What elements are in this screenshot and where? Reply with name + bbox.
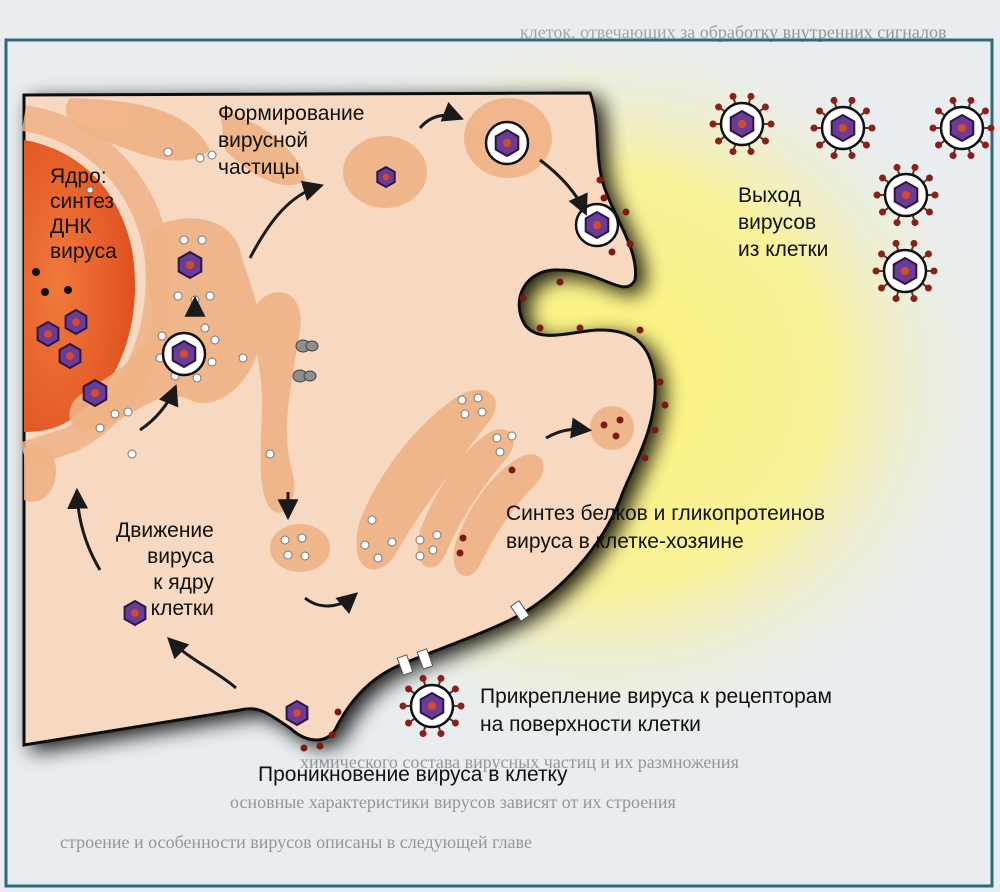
virus-particle-icon	[576, 204, 618, 246]
virus-particle-icon	[377, 167, 394, 187]
label-line: вируса в клетке-хозяине	[506, 528, 825, 556]
label-line: Ядро:	[50, 164, 117, 189]
label-line: синтез	[50, 189, 117, 214]
label-line: на поверхности клетки	[480, 711, 832, 739]
label-line: из клетки	[738, 236, 828, 263]
synthesis-label: Синтез белков и гликопротеинов вируса в …	[506, 500, 825, 556]
label-line: Движение	[116, 518, 214, 544]
virus-particle-icon	[38, 322, 59, 346]
virus-particle-icon	[287, 701, 308, 725]
nucleus-label: Ядро: синтез ДНК вируса	[50, 164, 117, 264]
attachment-label: Прикрепление вируса к рецепторам на пове…	[480, 683, 832, 739]
exit-label: Выход вирусов из клетки	[738, 182, 828, 263]
label-line: частицы	[218, 154, 364, 181]
label-line: Синтез белков и гликопротеинов	[506, 500, 825, 528]
label-line: клетки	[116, 596, 214, 622]
label-line: к ядру	[116, 570, 214, 596]
virus-particle-icon	[163, 333, 205, 375]
movement-label: Движение вируса к ядру клетки	[116, 518, 214, 622]
virus-particle-icon	[60, 344, 81, 368]
virus-particle-icon	[486, 122, 528, 164]
virus-particle-icon	[179, 252, 202, 278]
label-line: Выход	[738, 182, 828, 209]
virus-particle-icon	[66, 310, 87, 334]
virus-particle-icon	[84, 380, 107, 406]
label-line: Проникновение вируса в клетку	[258, 762, 567, 787]
label-line: вирусов	[738, 209, 828, 236]
penetration-label: Проникновение вируса в клетку	[258, 762, 567, 787]
assembly-label: Формирование вирусной частицы	[218, 100, 364, 181]
label-line: ДНК	[50, 214, 117, 239]
label-line: вирусной	[218, 127, 364, 154]
label-line: вируса	[116, 544, 214, 570]
label-line: Формирование	[218, 100, 364, 127]
label-line: вируса	[50, 239, 117, 264]
label-line: Прикрепление вируса к рецепторам	[480, 683, 832, 711]
virus-particle-icon	[930, 97, 995, 159]
